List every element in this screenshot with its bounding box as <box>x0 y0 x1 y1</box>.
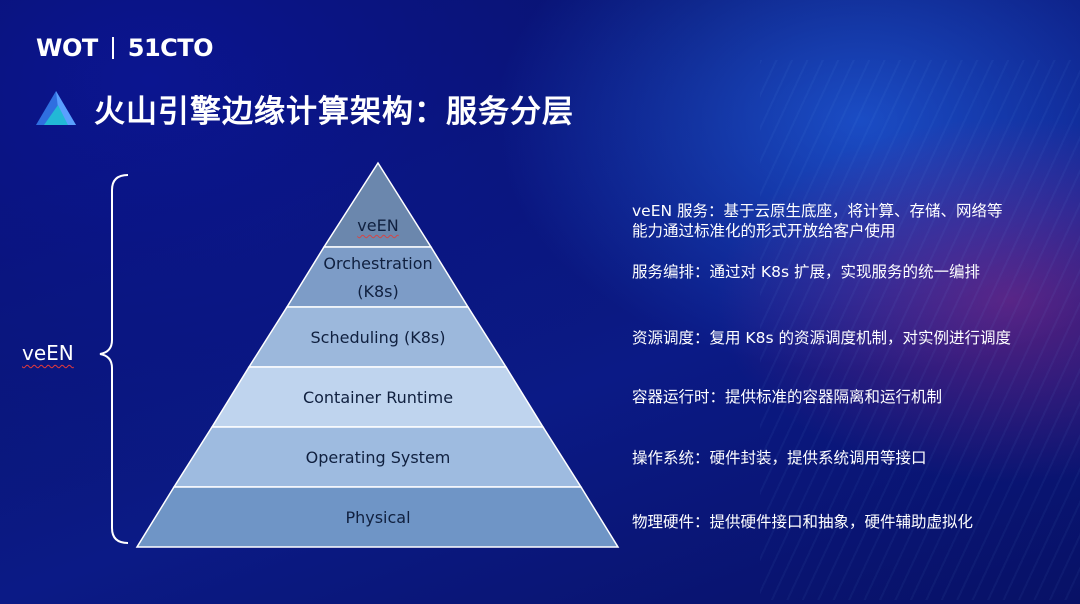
layer-label-container-runtime: Container Runtime <box>302 388 454 407</box>
layer-physical-shape <box>135 486 620 548</box>
desc-veen-line1: veEN 服务：基于云原生底座，将计算、存储、网络等 <box>632 202 1003 220</box>
layer-label-operating-system: Operating System <box>305 448 451 467</box>
title-row: 火山引擎边缘计算架构：服务分层 <box>34 86 574 131</box>
logo-divider <box>111 37 114 59</box>
layer-label-orchestration-line2: (K8s) <box>357 282 399 301</box>
header-logo: WOT 51CTO <box>36 34 214 62</box>
desc-veen-line2: 能力通过标准化的形式开放给客户使用 <box>632 222 896 240</box>
layer-label-physical: Physical <box>345 508 411 527</box>
layer-label-orchestration-line1: Orchestration <box>323 254 433 273</box>
logo-wot: WOT <box>36 34 98 62</box>
volcano-engine-logo-icon <box>36 90 76 125</box>
desc-scheduling: 资源调度：复用 K8s 的资源调度机制，对实例进行调度 <box>632 329 1011 347</box>
logo-51cto: 51CTO <box>127 34 214 62</box>
page-title: 火山引擎边缘计算架构：服务分层 <box>94 94 574 130</box>
stack-label: veEN <box>22 341 74 365</box>
desc-operating-system: 操作系统：硬件封装，提供系统调用等接口 <box>632 449 927 467</box>
layer-label-scheduling: Scheduling (K8s) <box>310 328 446 347</box>
stack-brace <box>99 174 129 544</box>
desc-physical: 物理硬件：提供硬件接口和抽象，硬件辅助虚拟化 <box>632 513 974 531</box>
layer-label-veen: veEN <box>357 216 399 235</box>
desc-container-runtime: 容器运行时：提供标准的容器隔离和运行机制 <box>632 388 943 406</box>
layer-label-orchestration: Orchestration (K8s) <box>323 250 432 306</box>
desc-orchestration: 服务编排：通过对 K8s 扩展，实现服务的统一编排 <box>632 263 980 281</box>
desc-veen: veEN 服务：基于云原生底座，将计算、存储、网络等 能力通过标准化的形式开放给… <box>632 201 1003 241</box>
